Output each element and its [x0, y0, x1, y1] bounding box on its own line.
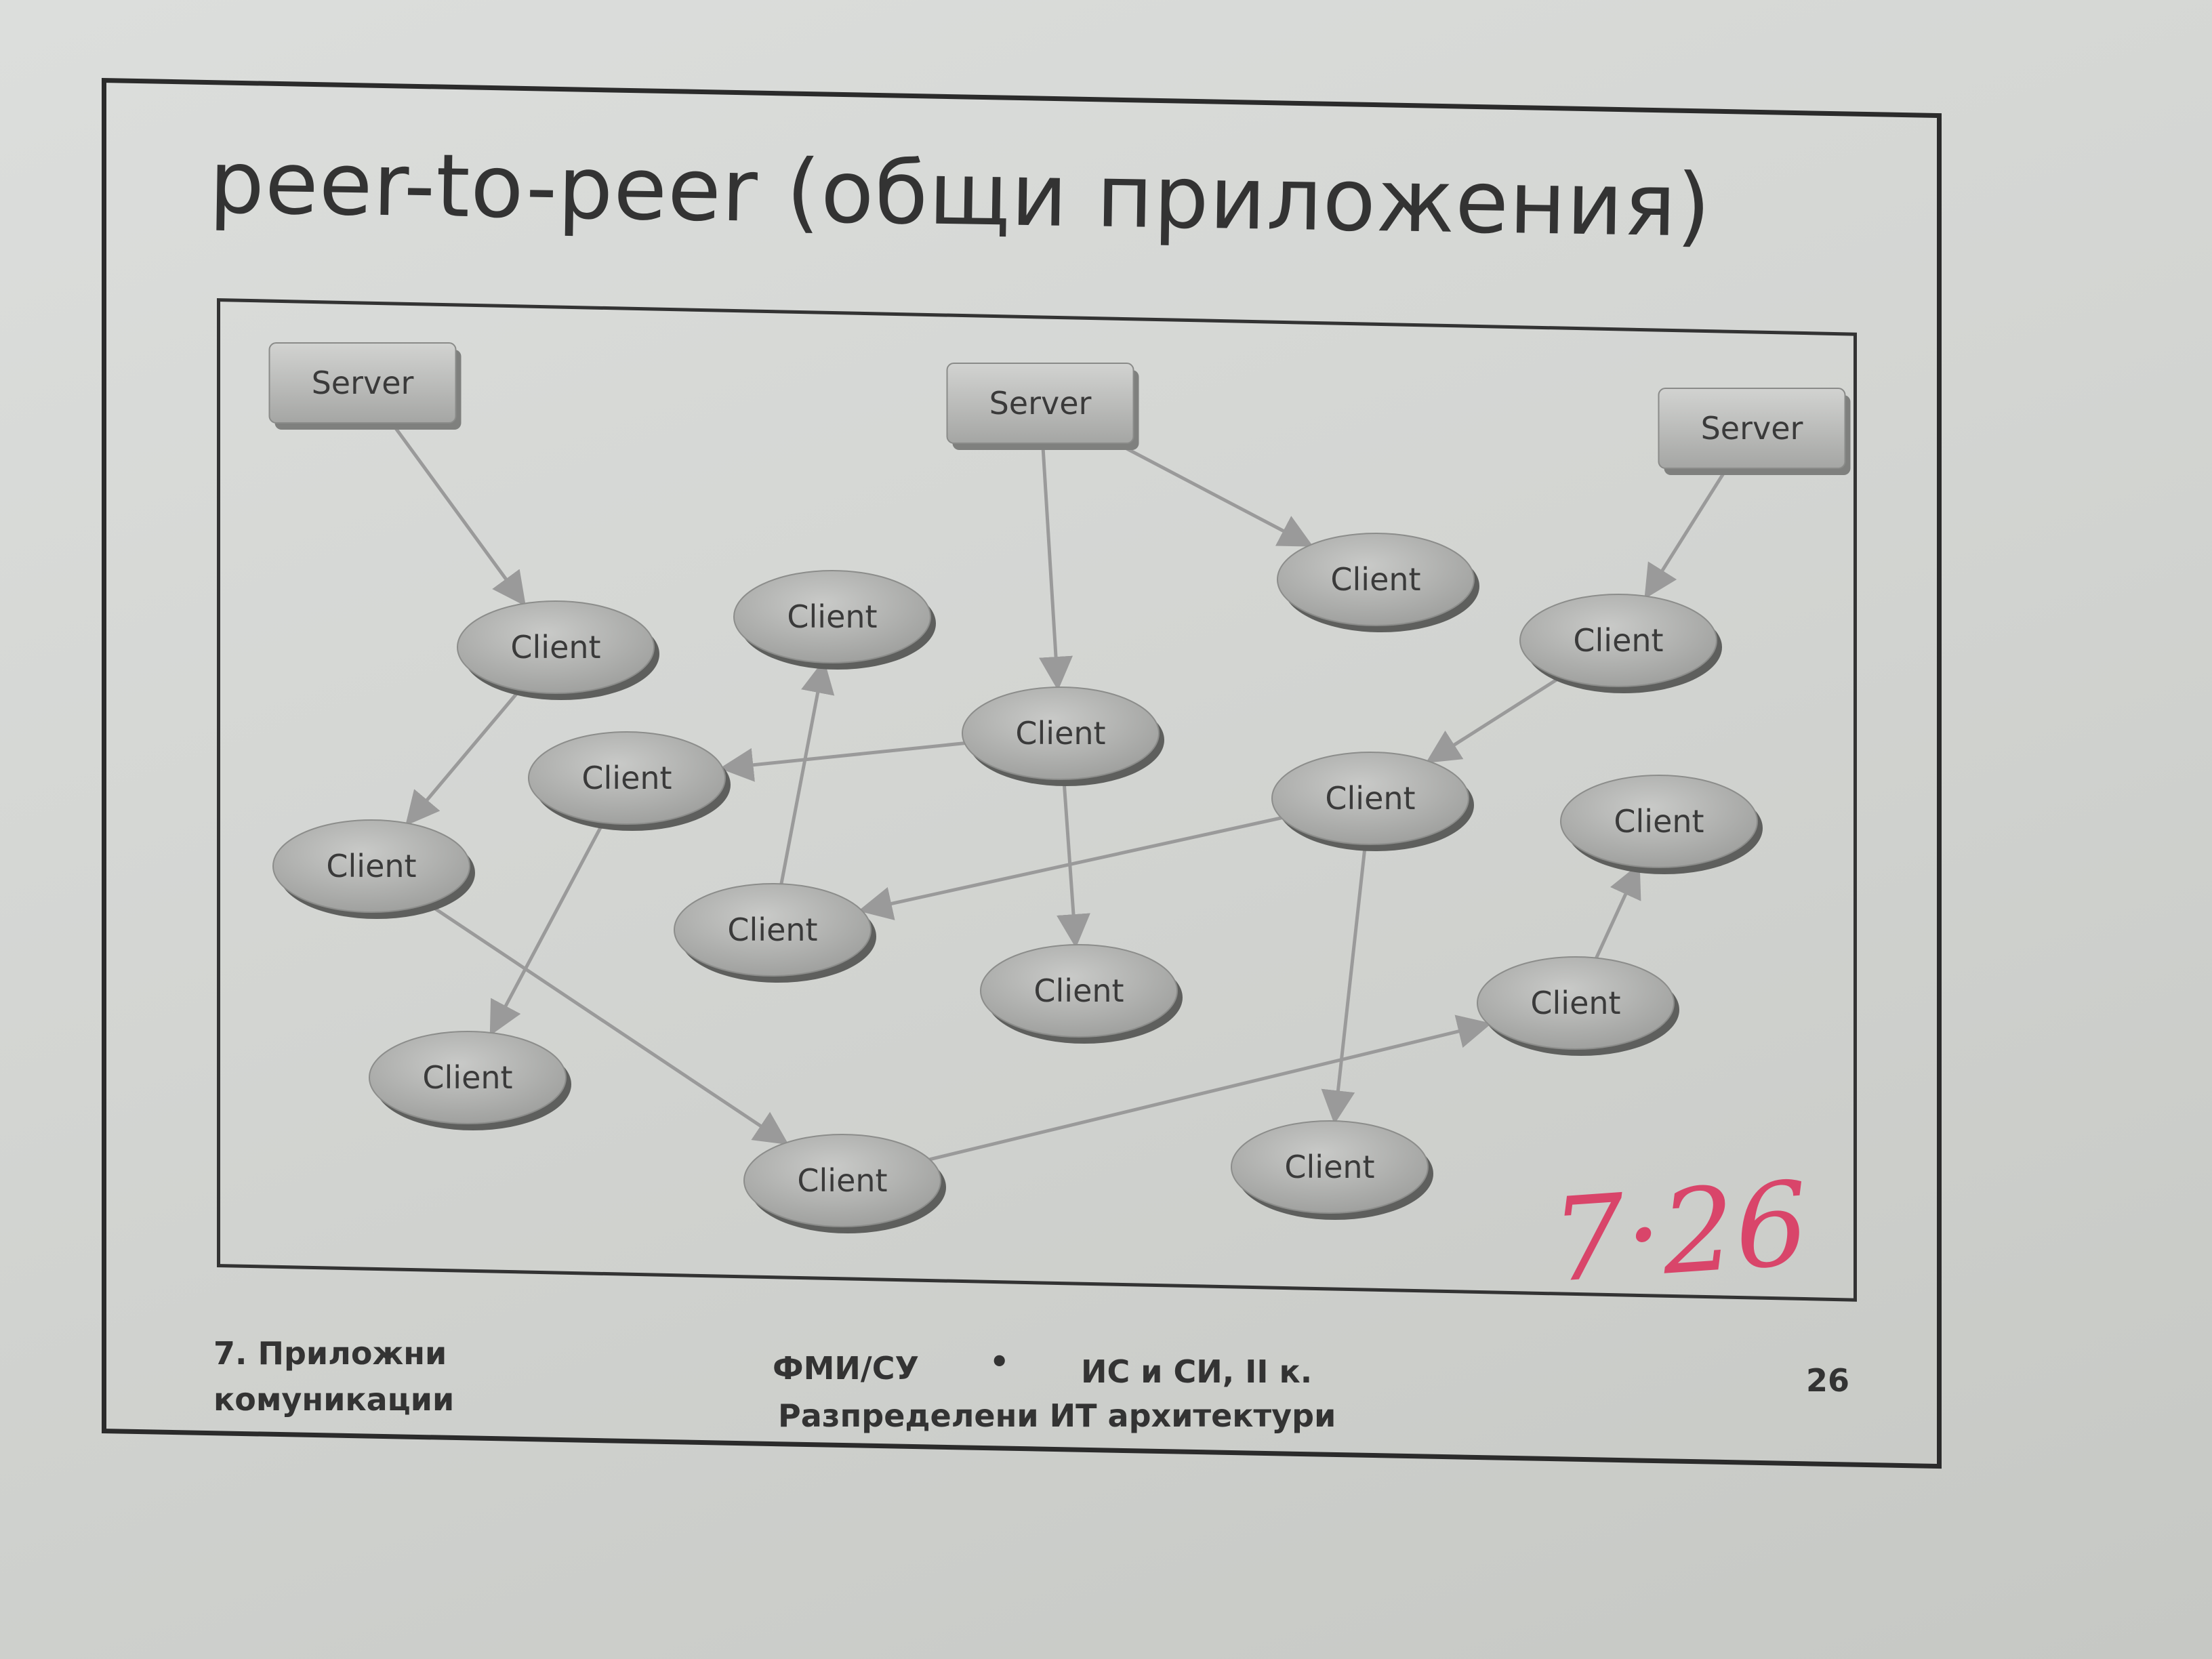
arrow-c5-to-c11	[1057, 779, 1090, 949]
client-node-shape	[743, 1134, 941, 1227]
client-node: Client	[457, 600, 659, 700]
server-node-shape	[946, 363, 1134, 444]
client-node: Client	[528, 731, 731, 831]
arrow-c7-to-c15	[1321, 844, 1367, 1125]
client-node: Client	[962, 687, 1164, 786]
client-node: Client	[1277, 533, 1479, 632]
server-node: Server	[1658, 388, 1851, 475]
footer-separator: •	[989, 1343, 1010, 1380]
arrow-c4-to-c7	[1425, 676, 1561, 763]
arrow-s3-to-c4	[1644, 467, 1728, 600]
arrow-s2-to-c3	[1115, 441, 1313, 547]
arrow-c5-to-c6	[719, 741, 965, 782]
client-node-shape	[733, 570, 931, 663]
connection-arrows	[390, 422, 1728, 1162]
client-node-shape	[528, 731, 726, 825]
client-node-label: Client	[510, 629, 600, 665]
client-node-shape	[962, 687, 1160, 780]
client-node-label: Client	[326, 848, 416, 884]
client-node: Client	[743, 1134, 946, 1233]
client-node-shape	[980, 944, 1178, 1038]
client-node-label: Client	[1573, 622, 1663, 659]
client-node-shape	[457, 600, 655, 694]
client-node: Client	[272, 819, 475, 919]
client-node-shape	[674, 883, 872, 977]
arrow-s2-to-c5	[1039, 443, 1073, 691]
client-node-label: Client	[1033, 972, 1124, 1009]
client-node-label: Client	[727, 912, 817, 948]
server-node-shape	[268, 342, 457, 424]
client-node-shape	[369, 1031, 567, 1124]
arrow-c9-to-c14	[426, 902, 789, 1145]
handwritten-annotation: 7·26	[1547, 1157, 1813, 1309]
server-node: Server	[268, 342, 462, 430]
client-node: Client	[1519, 594, 1722, 693]
server-node-label: Server	[1701, 410, 1803, 447]
client-node: Client	[1477, 956, 1679, 1056]
client-node-label: Client	[787, 598, 877, 635]
arrow-c7-to-c10	[858, 816, 1282, 920]
client-node-label: Client	[1284, 1149, 1374, 1185]
footer-subject: Разпределени ИТ архитектури	[778, 1397, 1336, 1434]
client-node: Client	[1560, 775, 1763, 874]
footer-section-line2: комуникации	[213, 1381, 455, 1418]
client-node-label: Client	[1530, 985, 1620, 1021]
footer-section-line1: 7. Приложни	[213, 1335, 447, 1372]
footer-course: ИС и СИ, II к.	[1081, 1353, 1313, 1390]
server-node-shape	[1658, 388, 1846, 469]
client-node-label: Client	[1325, 780, 1415, 817]
client-node: Client	[369, 1031, 571, 1130]
client-node-shape	[1560, 775, 1758, 868]
arrow-c12-to-c8	[1595, 863, 1641, 959]
client-node-shape	[1477, 956, 1675, 1050]
client-node: Client	[980, 944, 1183, 1044]
page-number: 26	[1806, 1362, 1850, 1399]
server-node-label: Server	[989, 385, 1092, 422]
client-node-label: Client	[1330, 561, 1420, 598]
client-node-label: Client	[581, 760, 672, 796]
arrow-s1-to-c1	[390, 422, 526, 607]
client-node: Client	[1271, 752, 1474, 851]
client-node-shape	[1519, 594, 1717, 687]
client-node-shape	[1277, 533, 1475, 626]
server-node-label: Server	[312, 365, 414, 401]
client-node-shape	[1231, 1120, 1429, 1214]
client-node-label: Client	[1015, 715, 1105, 752]
diagram-nodes: ServerServerServerClientClientClientClie…	[268, 342, 1851, 1233]
client-node: Client	[674, 883, 876, 983]
client-node-label: Client	[797, 1162, 887, 1199]
client-node: Client	[1231, 1120, 1433, 1220]
client-node-label: Client	[1614, 803, 1704, 840]
arrow-c1-to-c9	[405, 689, 521, 826]
client-node-shape	[1271, 752, 1469, 845]
client-node-shape	[272, 819, 470, 913]
arrow-c6-to-c13	[489, 821, 605, 1036]
server-node: Server	[946, 363, 1139, 450]
client-node: Client	[733, 570, 936, 670]
footer-institution: ФМИ/СУ	[773, 1350, 919, 1387]
arrow-c14-to-c12	[929, 1015, 1492, 1162]
client-node-label: Client	[422, 1059, 512, 1096]
arrow-c10-to-c2	[779, 659, 835, 884]
